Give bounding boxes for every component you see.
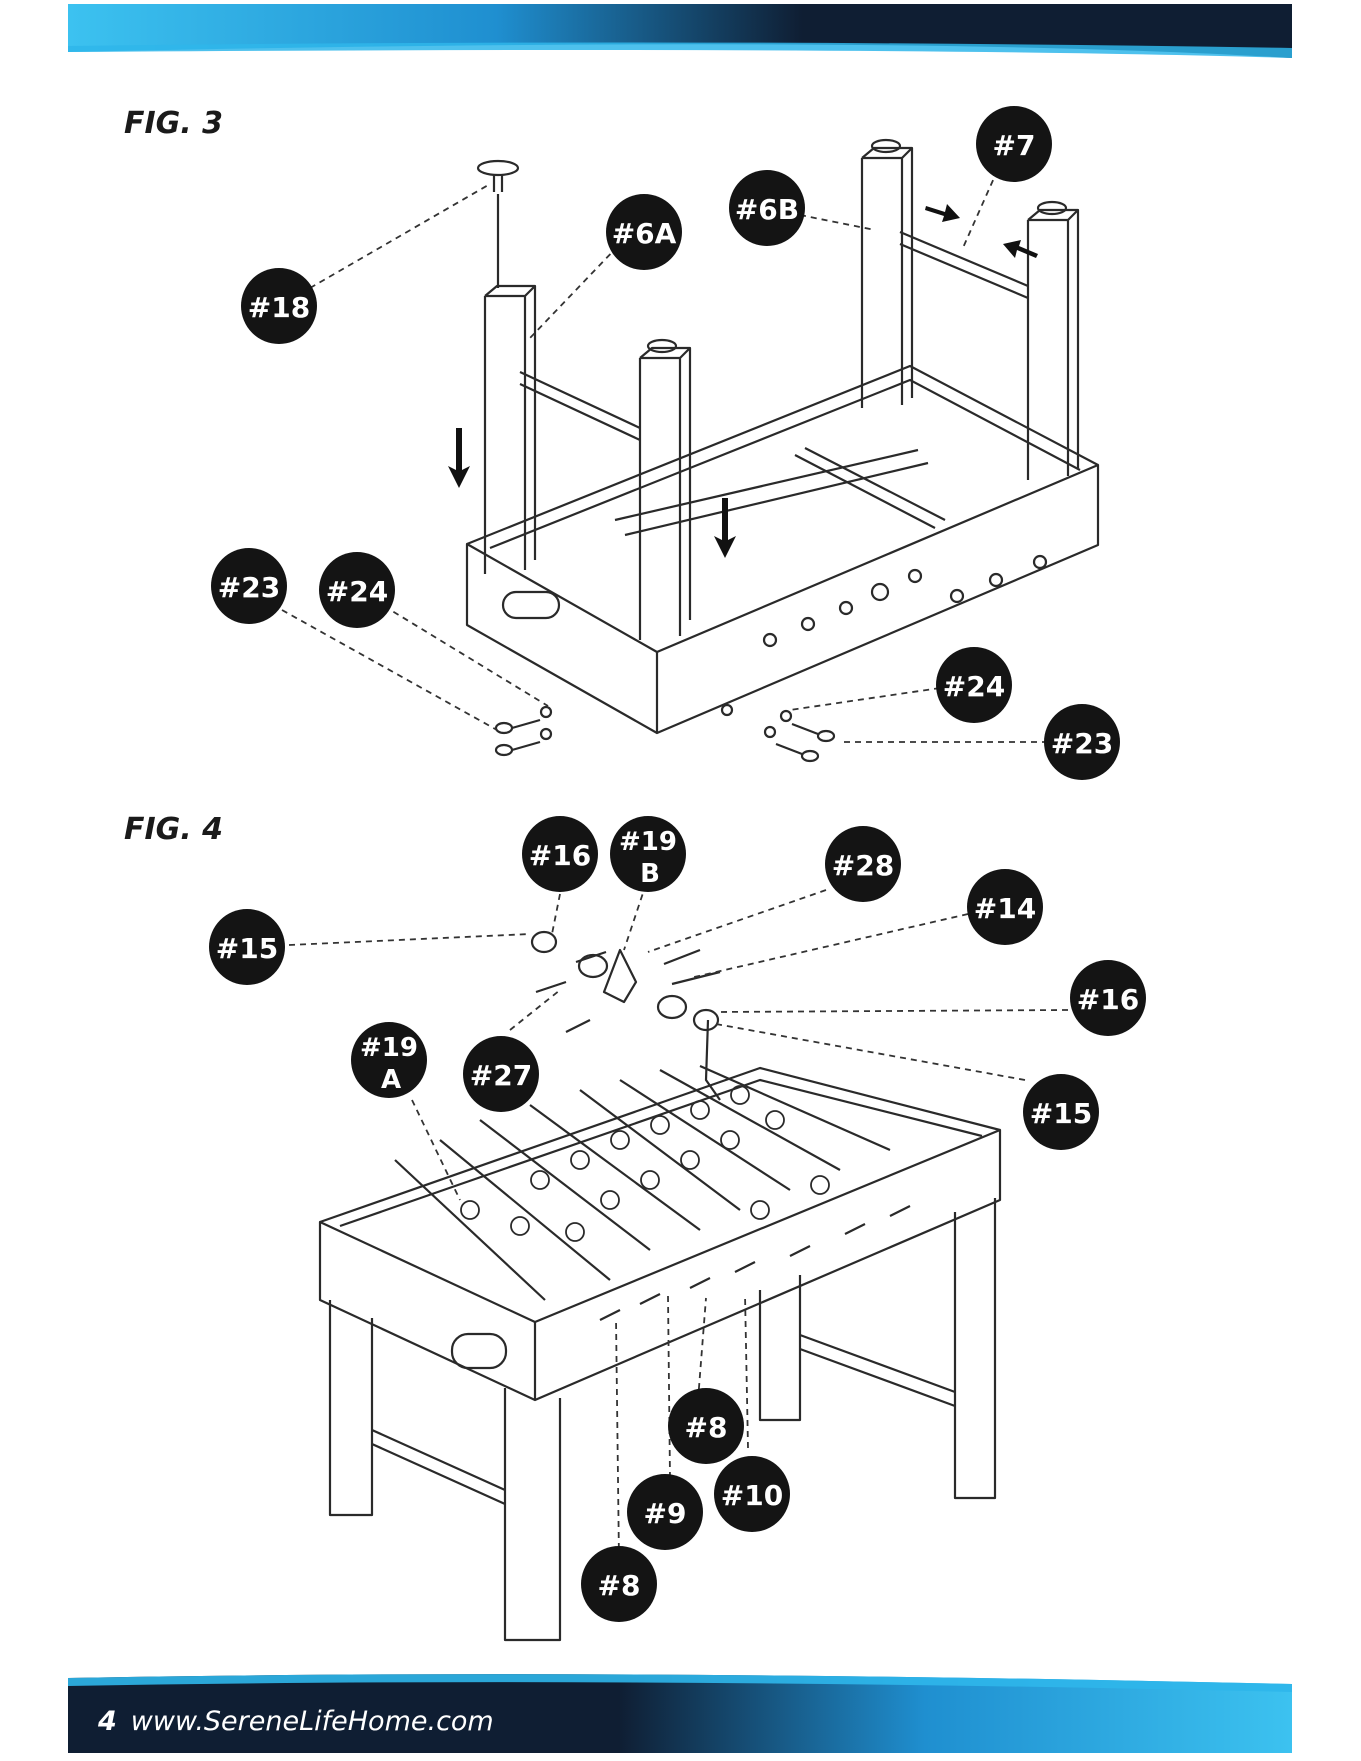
- callout-18: #18: [248, 291, 310, 324]
- callout-24-right: #24: [943, 670, 1005, 703]
- callout-6a: #6A: [612, 217, 677, 250]
- callout-23-left: #23: [218, 571, 280, 604]
- callout-15-left: #15: [216, 932, 278, 965]
- callout-8-lower: #8: [598, 1569, 641, 1602]
- callout-27: #27: [470, 1059, 532, 1092]
- callout-19a-letter: A: [381, 1065, 401, 1095]
- callout-19a-number: #19: [360, 1033, 418, 1063]
- callout-9: #9: [644, 1497, 687, 1530]
- fig3-arrows: [448, 204, 1038, 558]
- callout-16-top: #16: [529, 839, 591, 872]
- callout-16-right: #16: [1077, 983, 1139, 1016]
- footer-text: 4 www.SereneLifeHome.com: [98, 1706, 494, 1737]
- callout-8-upper: #8: [685, 1411, 728, 1444]
- callout-14: #14: [974, 892, 1036, 925]
- website-url: www.SereneLifeHome.com: [131, 1706, 494, 1737]
- callout-15-right: #15: [1030, 1097, 1092, 1130]
- page-number: 4: [98, 1706, 117, 1737]
- callout-19b-letter: B: [640, 859, 660, 889]
- callout-10: #10: [721, 1479, 783, 1512]
- callout-28: #28: [832, 849, 894, 882]
- callout-discs: [209, 106, 1146, 1622]
- callout-23-right: #23: [1051, 727, 1113, 760]
- callout-24-left: #24: [326, 575, 388, 608]
- callout-19b-number: #19: [619, 827, 677, 857]
- callout-7: #7: [993, 129, 1036, 162]
- callout-6b: #6B: [735, 193, 799, 226]
